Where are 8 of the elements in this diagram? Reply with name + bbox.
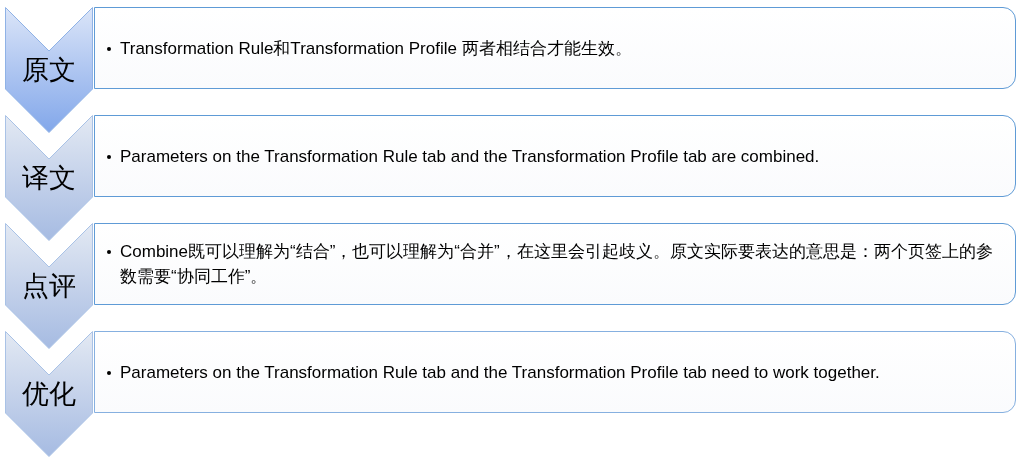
step-label: 原文: [22, 53, 76, 87]
body-text: Combine既可以理解为“结合”，也可以理解为“合并”，在这里会引起歧义。原文实际要表达的意思是：两个页签上的参数需要“协同工作”。: [120, 241, 994, 288]
body-text: Transformation Rule和Transformation Profile 两者相结合才能生效。: [120, 37, 632, 60]
body-text: Parameters on the Transformation Rule tab and the Transformation Profile tab are combined.: [120, 145, 820, 168]
body-text: Parameters on the Transformation Rule tab and the Transformation Profile tab need to work together.: [120, 361, 880, 384]
step-label: 优化: [22, 377, 76, 411]
step-label: 译文: [22, 161, 76, 195]
step-label: 点评: [22, 269, 76, 303]
